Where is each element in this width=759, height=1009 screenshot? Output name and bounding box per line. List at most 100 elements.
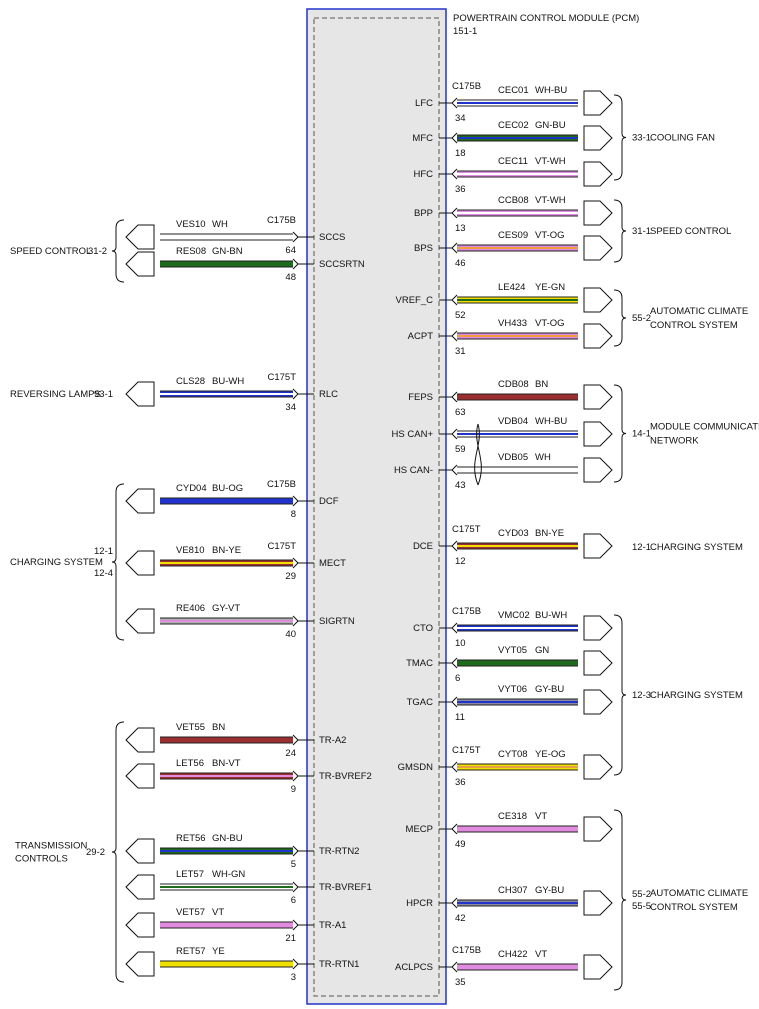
connector-shape <box>125 251 155 277</box>
connector-shape <box>583 200 613 226</box>
connector-label: C175B <box>452 606 481 617</box>
brace <box>111 219 125 283</box>
wire-color: YE-GN <box>535 282 565 293</box>
connector-shape <box>583 689 613 715</box>
pin-label-cto: CTO <box>413 623 433 634</box>
system-name: CONTROL SYSTEM <box>650 320 738 331</box>
pin-number: 35 <box>455 977 466 988</box>
pin-terminal-chevron <box>451 97 458 109</box>
connector-label: C175B <box>267 215 296 226</box>
connector-shape <box>125 608 155 634</box>
wire-stripe-color <box>160 263 293 265</box>
connector-shape <box>583 90 613 116</box>
wire-color: WH-BU <box>535 85 567 96</box>
brace <box>613 289 627 347</box>
wire-color: YE <box>212 946 225 957</box>
pin-number: 3 <box>291 972 296 983</box>
system-name: SPEED CONTROL <box>650 226 731 237</box>
pin-terminal-chevron <box>451 294 458 306</box>
connector-shape <box>583 421 613 447</box>
connector-shape <box>583 384 613 410</box>
wire-stripe-color <box>457 701 578 703</box>
pin-terminal-chevron <box>451 242 458 254</box>
pin-number: 21 <box>285 933 296 944</box>
circuit-id: LE424 <box>498 282 525 293</box>
wire-color: VT-WH <box>535 156 566 167</box>
system-ref: 12-4 <box>94 568 113 579</box>
system-name: COOLING FAN <box>650 133 715 144</box>
pin-number: 11 <box>455 712 465 723</box>
pin-terminal-chevron <box>292 231 299 243</box>
wire-color: YE-OG <box>535 749 566 760</box>
system-name: CONTROL SYSTEM <box>650 902 738 913</box>
connector-label: C175T <box>452 745 481 756</box>
connector-shape <box>583 161 613 187</box>
pin-label-feps: FEPS <box>408 392 433 403</box>
system-name: CHARGING SYSTEM <box>650 690 743 701</box>
circuit-id: CYD03 <box>498 528 529 539</box>
wire-stripe-color <box>160 500 293 502</box>
wire-stripe-color <box>160 562 293 564</box>
circuit-id: CES09 <box>498 230 528 241</box>
wire-color: VT <box>535 949 547 960</box>
pin-terminal-chevron <box>292 958 299 970</box>
pin-terminal-chevron <box>451 168 458 180</box>
system-name: MODULE COMMUNICATIONS <box>650 422 759 433</box>
connector-shape <box>583 533 613 559</box>
circuit-id: VH433 <box>498 318 527 329</box>
pin-terminal-chevron <box>451 823 458 835</box>
wire-stripe-color <box>457 335 578 337</box>
wire-stripe-color <box>457 966 578 968</box>
wire-color: VT <box>535 811 547 822</box>
system-ref: 12-3 <box>632 690 651 701</box>
pin-number: 34 <box>455 113 466 124</box>
pin-terminal-chevron <box>451 897 458 909</box>
pin-terminal-chevron <box>451 428 458 440</box>
wire-stripe-color <box>457 828 578 830</box>
pin-terminal-chevron <box>451 696 458 708</box>
connector-shape <box>583 754 613 780</box>
connector-shape <box>125 727 155 753</box>
circuit-id: VET57 <box>176 907 205 918</box>
pin-number: 31 <box>455 346 466 357</box>
system-name: CHARGING SYSTEM <box>650 542 743 553</box>
pin-terminal-chevron <box>292 615 299 627</box>
circuit-id: CYD04 <box>176 483 207 494</box>
circuit-id: VMC02 <box>498 610 530 621</box>
pin-terminal-chevron <box>292 919 299 931</box>
wire-stripe-color <box>457 766 578 768</box>
pin-number: 13 <box>455 223 466 234</box>
system-name: REVERSING LAMPS <box>10 389 101 400</box>
pin-number: 46 <box>455 258 466 269</box>
pin-label-dce: DCE <box>413 541 433 552</box>
pin-terminal-chevron <box>292 388 299 400</box>
circuit-id: CEC02 <box>498 120 529 131</box>
pin-number: 5 <box>291 859 296 870</box>
connector-shape <box>125 488 155 514</box>
pin-number: 43 <box>455 480 466 491</box>
pin-label-vref-c: VREF_C <box>396 295 434 306</box>
pin-terminal-chevron <box>292 734 299 746</box>
pin-terminal-chevron <box>292 881 299 893</box>
pin-terminal-chevron <box>451 391 458 403</box>
brace <box>613 199 627 263</box>
wire-color: VT-WH <box>535 195 566 206</box>
connector-shape <box>125 381 155 407</box>
connector-shape <box>125 224 155 250</box>
